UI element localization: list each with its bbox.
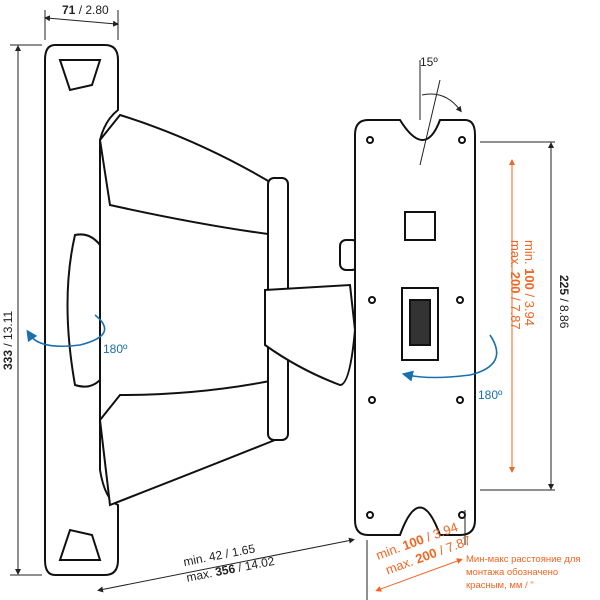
plate-height-label: 225 / 8.86 — [557, 275, 571, 329]
tilt-label: 15º — [420, 55, 438, 69]
depth-label: 71 / 2.80 — [62, 3, 109, 17]
vesa-vertical-min: min. 100 / 3.94 — [522, 240, 537, 326]
extension-label: min. 42 / 1.65 max. 356 / 14.02 — [182, 541, 276, 584]
rotation-arrows — [26, 314, 498, 382]
tv-plate — [354, 119, 476, 536]
wall-plate — [44, 44, 119, 576]
vesa-lines — [375, 159, 515, 592]
swing-arms — [98, 113, 359, 507]
plate-rotation-label: 180º — [478, 388, 503, 402]
vesa-vertical-max: max. 200 / 7.87 — [508, 240, 523, 330]
dimension-lines — [10, 10, 555, 600]
height-label: 333 / 13.11 — [1, 311, 15, 370]
vesa-vertical-label: min. 100 / 3.94 max. 200 / 7.87 — [508, 240, 537, 330]
swivel-label: 180º — [103, 342, 128, 356]
mounting-note: Мин-макс расстояние для монтажа обозначе… — [466, 554, 581, 591]
